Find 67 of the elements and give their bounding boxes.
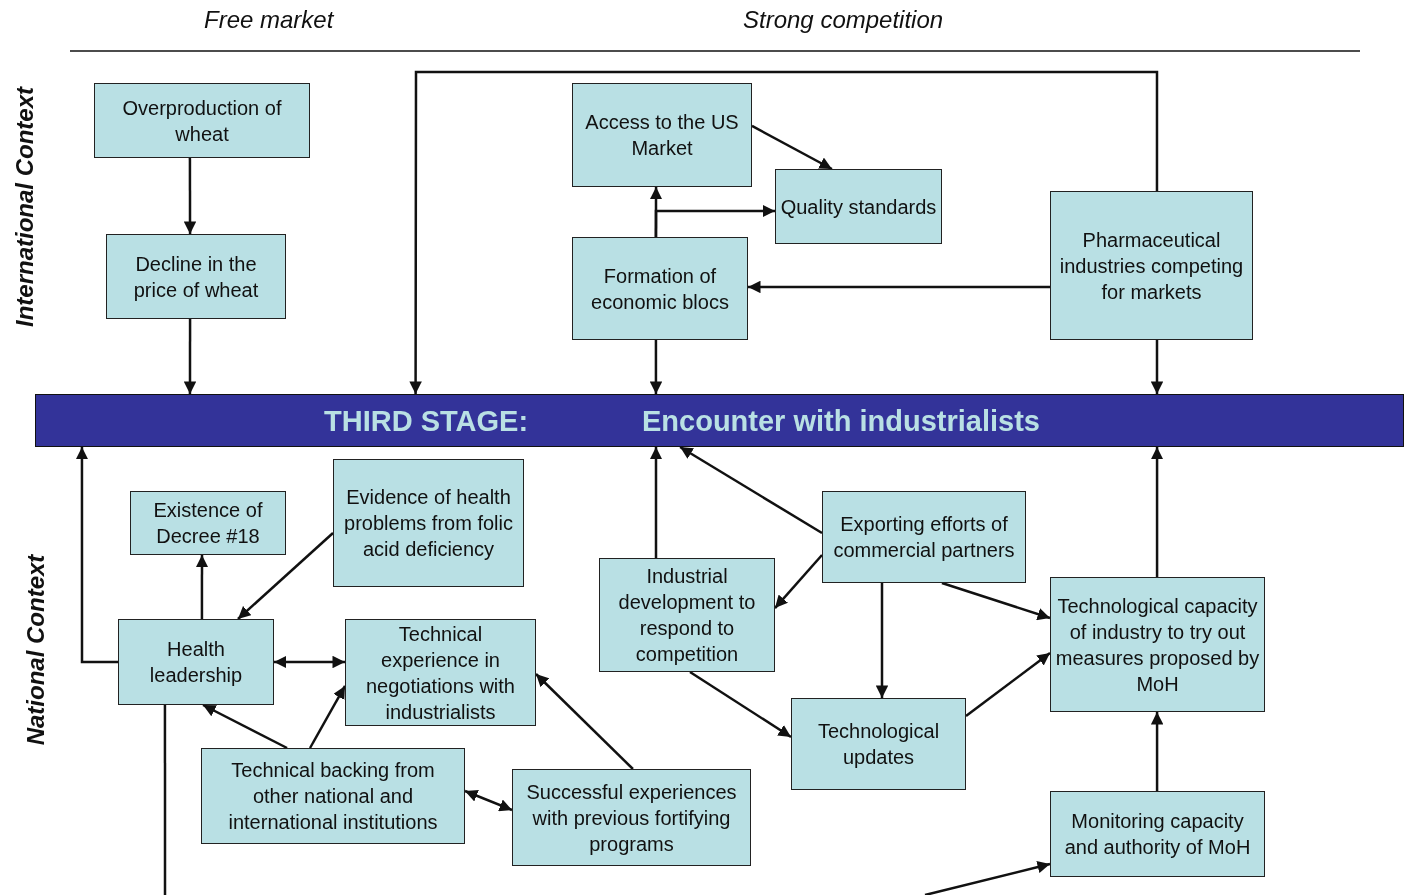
column-heading: Strong competition [743,6,944,34]
process-box [118,619,274,705]
arrow [202,703,288,750]
box-text: Overproduction of wheat [121,95,283,147]
arrow [1150,340,1164,394]
process-box [1050,791,1265,877]
process-box [791,698,966,790]
arrow [308,685,347,749]
box-text: Pharmaceutical industries competing for markets [1058,227,1245,305]
box-text: Monitoring capacity and authority of MoH [1063,809,1252,860]
arrow [924,860,1051,895]
box-text: Decline in the price of wheat [132,251,260,303]
process-box [94,83,310,158]
side-label: National Context [22,554,50,746]
arrow [689,670,792,739]
box-text: Formation of economic blocs [590,263,730,315]
arrow [774,554,823,609]
arrow [751,124,833,171]
side-label: International Context [11,87,39,327]
box-text: Technological updates [816,719,941,770]
stage-title: Encounter with industrialists [642,404,1040,437]
arrow [535,673,634,770]
arrow [748,280,1050,294]
box-text: Successful experiences with previous fortifying programs [525,779,738,857]
arrow [409,70,1159,394]
arrow [183,158,197,234]
box-text: Technological capacity of industry to try out measures proposed by MoH [1055,593,1260,697]
box-text: Health leadership [148,637,244,688]
arrow [965,652,1051,718]
stage-label: THIRD STAGE: [324,404,529,437]
process-box [201,748,465,844]
process-box [512,769,751,866]
process-box [599,558,775,672]
arrow [237,532,334,620]
arrow [1150,447,1164,577]
process-box [106,234,286,319]
box-text: Technical backing from other national and international institutions [227,758,439,835]
process-box [572,83,752,187]
arrow [1150,712,1164,791]
arrow [654,204,775,237]
arrow [679,445,823,535]
process-box [572,237,748,340]
arrow [464,789,513,812]
stage-band [35,394,1404,447]
process-box [822,491,1026,583]
arrow [75,447,118,664]
arrow [875,583,889,698]
process-box [1050,577,1265,712]
arrow [649,340,663,394]
arrow [183,319,197,394]
process-box [130,491,286,555]
box-text: Access to the US Market [584,110,740,161]
arrow [274,655,345,669]
arrow [941,581,1051,621]
column-heading: Free market [204,6,334,34]
process-box [345,619,536,726]
arrow [195,555,209,619]
process-box [1050,191,1253,340]
process-box [333,459,524,587]
box-text: Technical experience in negotiations with industrialists [365,621,516,725]
box-text: Industrial development to respond to competition [617,564,757,667]
arrow [649,447,663,558]
process-box [775,169,942,244]
box-text: Exporting efforts of commercial partners [832,512,1016,563]
box-text: Quality standards [780,194,937,220]
box-text: Existence of Decree #18 [152,498,264,549]
box-text: Evidence of health problems from folic acid deficiency [343,485,514,562]
